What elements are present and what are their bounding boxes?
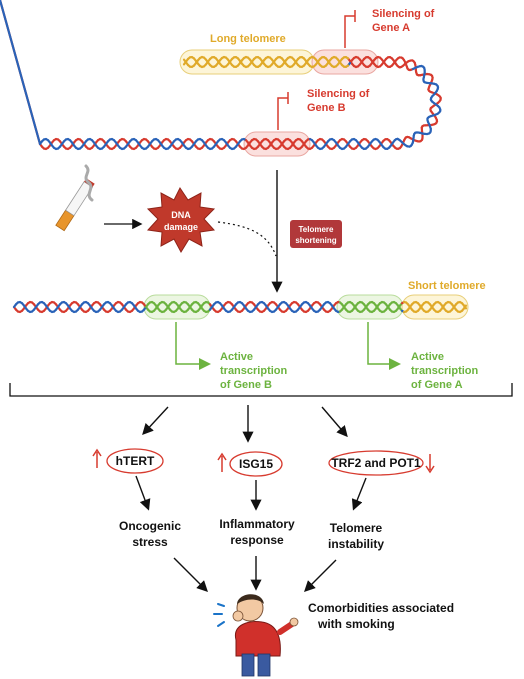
gene-a-silenced-capsule (311, 49, 379, 75)
gene-a-active-capsule (336, 294, 404, 320)
long-telomere-chromosome (0, 0, 442, 157)
active-a-line2: transcription (411, 365, 479, 377)
active-b-line2: transcription (220, 365, 288, 377)
htert-label: hTERT (116, 454, 155, 468)
long-telomere-label: Long telomere (210, 33, 286, 45)
silencing-gene-b: Silencing of Gene B (277, 88, 370, 130)
inflammatory-line2: response (230, 533, 284, 547)
arrow-final-right (304, 559, 337, 592)
silencing-b-line2: Gene B (307, 102, 346, 114)
summary-bracket (9, 383, 513, 397)
oncogenic-line1: Oncogenic (119, 519, 181, 533)
short-telomere-chromosome (12, 294, 469, 320)
silencing-a-line2: Gene A (372, 22, 410, 34)
active-transcription-gene-b: Active transcription of Gene B (175, 322, 288, 391)
isg15-marker: ISG15 (217, 451, 283, 477)
shortening-line2: shortening (295, 236, 336, 245)
trf2-pot1-marker: TRF2 and POT1 (328, 450, 435, 476)
arrow-to-instability (351, 477, 367, 511)
isg15-label: ISG15 (239, 457, 273, 471)
htert-marker: hTERT (92, 448, 164, 474)
active-b-line3: of Gene B (220, 379, 272, 391)
smoke-icon (84, 164, 94, 202)
dotted-damage-link (217, 221, 277, 257)
shortening-line1: Telomere (299, 225, 335, 234)
long-telomere-capsule (179, 49, 315, 75)
active-b-line1: Active (220, 351, 253, 363)
silencing-a-line1: Silencing of (372, 8, 435, 20)
dna-damage-line1: DNA (171, 210, 191, 220)
active-a-line1: Active (411, 351, 444, 363)
top-helix-strand-2 (182, 58, 188, 64)
trf2-pot1-label: TRF2 and POT1 (331, 456, 421, 470)
short-telomere-capsule (401, 294, 469, 320)
cigarette-icon (55, 178, 95, 232)
dna-damage-starburst: DNA damage (146, 187, 216, 254)
silencing-gene-a: Silencing of Gene A (344, 8, 435, 48)
down-arrow-icon (425, 454, 435, 474)
silencing-b-line1: Silencing of (307, 88, 370, 100)
arrow-to-trf2 (321, 406, 348, 438)
instability-line1: Telomere (330, 521, 383, 535)
arrow-final-left (173, 557, 208, 592)
final-line2: with smoking (317, 617, 395, 631)
oncogenic-line2: stress (132, 535, 168, 549)
gene-b-silenced-capsule (243, 131, 311, 157)
top-helix-strand-2 (0, 0, 42, 146)
arrow-to-oncogenic (135, 475, 151, 511)
gene-b-active-capsule (143, 294, 211, 320)
dna-damage-line2: damage (164, 222, 198, 232)
mid-helix-strand-2 (462, 304, 468, 310)
dna-helix-middle (12, 300, 468, 314)
arrow-to-htert (142, 406, 169, 436)
instability-line2: instability (328, 537, 384, 551)
final-line1: Comorbidities associated (308, 601, 454, 615)
active-transcription-gene-a: Active transcription of Gene A (367, 322, 479, 391)
telomere-shortening-badge: Telomere shortening (290, 220, 342, 248)
dna-helix-top (0, 0, 442, 151)
up-arrow-icon (92, 448, 102, 468)
coughing-person-icon (213, 594, 299, 677)
active-a-line3: of Gene A (411, 379, 463, 391)
inflammatory-line1: Inflammatory (219, 517, 295, 531)
short-telomere-label: Short telomere (408, 280, 486, 292)
up-arrow-icon (217, 452, 227, 472)
